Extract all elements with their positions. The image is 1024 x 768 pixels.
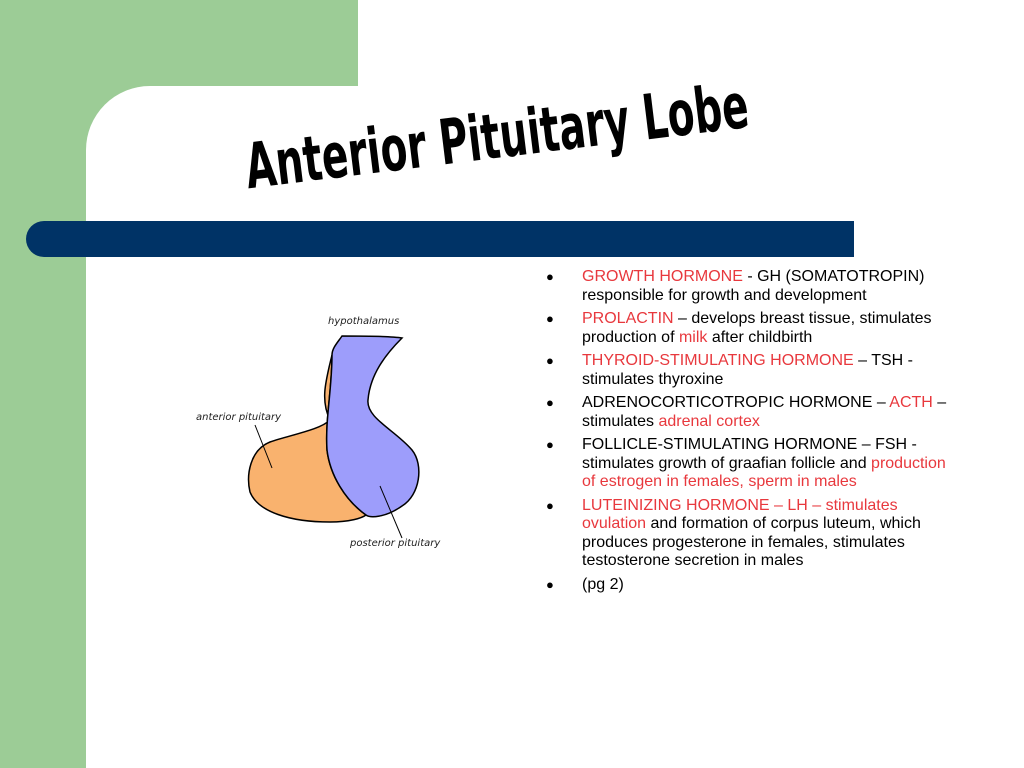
hypothalamus-label: hypothalamus <box>328 316 399 327</box>
bullet-dot-icon: ● <box>546 311 554 326</box>
bullet-text-run: milk <box>678 328 708 346</box>
bullet-dot-icon: ● <box>546 353 554 368</box>
bullet-text-run: ADRENOCORTICOTROPIC HORMONE – <box>582 394 890 411</box>
bullet-item: ● ADRENOCORTICOTROPIC HORMONE – ACTH – st… <box>540 394 960 431</box>
bullet-text-run: ACTH <box>889 394 933 411</box>
bullet-dot-icon: ● <box>546 497 554 513</box>
posterior-pituitary-label: posterior pituitary <box>349 538 441 549</box>
bullet-dot-icon: ● <box>546 437 554 452</box>
bullet-text-run: PROLACTIN <box>582 310 674 327</box>
bullet-item: ● LUTEINIZING HORMONE – LH – stimulates o… <box>540 497 960 571</box>
anterior-pituitary-label: anterior pituitary <box>196 412 282 423</box>
title-divider-bar <box>26 221 854 257</box>
bullet-dot-icon: ● <box>546 395 554 410</box>
bullet-text-run: (pg 2) <box>582 575 624 593</box>
posterior-pituitary-shape <box>325 335 420 518</box>
bullet-item: ● GROWTH HORMONE - GH (SOMATOTROPIN) resp… <box>540 268 960 305</box>
bullet-text-run: - GH (SOMATOTROPIN) responsible for grow… <box>582 268 925 304</box>
bullet-text-run: GROWTH HORMONE <box>582 268 743 285</box>
slide-title: Anterior Pituitary Lobe <box>241 71 752 204</box>
bullet-text-run: production of estrogen in females, sperm… <box>582 454 946 491</box>
bullet-item: ● THYROID-STIMULATING HORMONE – TSH - sti… <box>540 352 960 389</box>
bullet-text-run: adrenal cortex <box>658 412 760 430</box>
bullet-text-run: FOLLICLE-STIMULATING HORMONE – FSH -stim… <box>582 436 917 472</box>
bullet-text-run: LUTEINIZING HORMONE – LH – stimulates ov… <box>582 496 898 533</box>
bullet-text-run: – stimulates <box>582 394 947 430</box>
bullet-text-run: – TSH - stimulates thyroxine <box>582 352 913 388</box>
bullet-dot-icon: ● <box>546 576 554 592</box>
bullet-item: ● PROLACTIN – develops breast tissue, sti… <box>540 310 960 347</box>
bullet-item: ● FOLLICLE-STIMULATING HORMONE – FSH -sti… <box>540 436 960 492</box>
bullet-text-run: – develops breast tissue, stimulates pro… <box>582 310 932 346</box>
anterior-leader-line <box>254 424 273 469</box>
bullet-dot-icon: ● <box>546 269 554 284</box>
bullet-text-run: and formation of corpus luteum, which pr… <box>582 515 921 569</box>
posterior-leader-line <box>379 485 403 539</box>
hormone-bullet-list: ● GROWTH HORMONE - GH (SOMATOTROPIN) resp… <box>540 268 960 599</box>
bullet-text-run: after childbirth <box>707 328 813 346</box>
bullet-item: ● (pg 2) <box>540 576 960 595</box>
slide-title-text: Anterior Pituitary Lobe <box>241 71 752 204</box>
pituitary-diagram: hypothalamus anterior pituitary posterio… <box>196 316 441 549</box>
content-panel <box>86 86 1024 768</box>
bullet-text-run: THYROID-STIMULATING HORMONE <box>582 352 854 369</box>
